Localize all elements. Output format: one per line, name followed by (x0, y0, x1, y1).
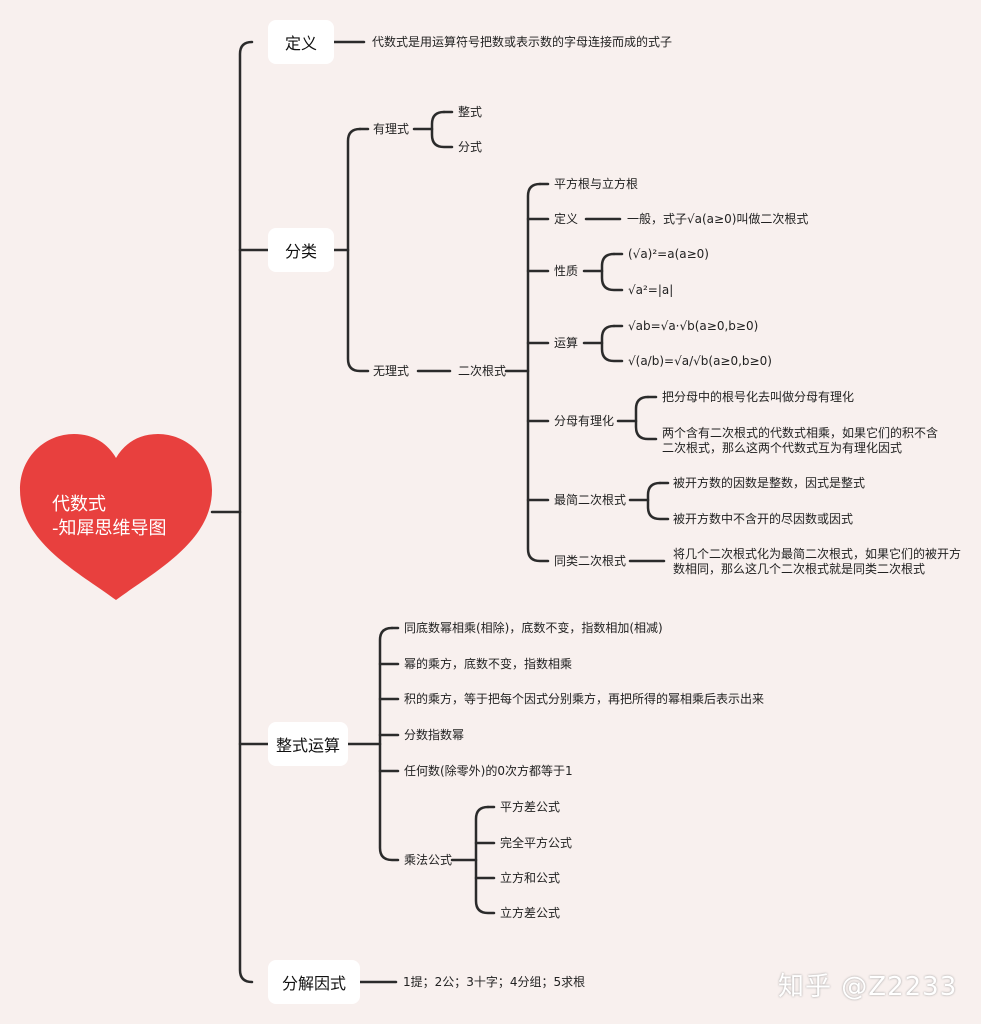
operation-rule: 幂的乘方，底数不变，指数相乘 (404, 657, 573, 671)
node-square-cube-root[interactable]: 平方根与立方根 (554, 177, 639, 191)
node-factorization[interactable]: 分解因式 (268, 960, 360, 1004)
operation-rule: 同底数幂相乘(相除)，底数不变，指数相加(相减) (404, 621, 663, 635)
radical-definition-text: 一般，式子√a(a≥0)叫做二次根式 (627, 212, 809, 226)
property-item: √a²=|a| (628, 283, 674, 297)
node-rational[interactable]: 有理式 (373, 122, 410, 136)
node-properties[interactable]: 性质 (554, 264, 579, 278)
node-polynomial-operations[interactable]: 整式运算 (268, 722, 348, 766)
operation-rule: 任何数(除零外)的0次方都等于1 (404, 764, 573, 778)
similar-text-line2: 数相同，那么这几个二次根式就是同类二次根式 (673, 562, 926, 576)
rationalize-item-line2: 二次根式，那么这两个代数式互为有理化因式 (662, 441, 903, 455)
similar-text-line1: 将几个二次根式化为最简二次根式，如果它们的被开方 (673, 547, 962, 561)
definition-text: 代数式是用运算符号把数或表示数的字母连接而成的式子 (372, 35, 673, 49)
node-classification[interactable]: 分类 (268, 228, 334, 272)
formula-item: 平方差公式 (500, 800, 561, 814)
property-item: (√a)²=a(a≥0) (628, 247, 709, 261)
rationalize-item: 把分母中的根号化去叫做分母有理化 (662, 390, 855, 404)
node-fractional[interactable]: 分式 (458, 140, 483, 154)
node-simplest-radical[interactable]: 最简二次根式 (554, 493, 627, 507)
watermark: 知乎 @Z2233 (778, 972, 958, 1002)
node-rationalize-denominator[interactable]: 分母有理化 (554, 414, 615, 428)
simplest-item: 被开方数中不含开的尽因数或因式 (673, 512, 854, 526)
formula-item: 完全平方公式 (500, 836, 573, 850)
simplest-item: 被开方数的因数是整数，因式是整式 (673, 476, 866, 490)
formula-item: 立方和公式 (500, 871, 561, 885)
formula-item: 立方差公式 (500, 906, 561, 920)
factorization-text: 1提；2公；3十字；4分组；5求根 (403, 975, 586, 989)
root-heart (18, 432, 214, 602)
root-subtitle: -知犀思维导图 (52, 518, 167, 539)
node-radical-definition[interactable]: 定义 (554, 212, 579, 226)
root-title: 代数式 (52, 494, 106, 515)
operation-rule: 分数指数幂 (404, 728, 465, 742)
node-integral[interactable]: 整式 (458, 105, 483, 119)
operation-item: √ab=√a·√b(a≥0,b≥0) (628, 319, 759, 333)
node-multiplication-formulas[interactable]: 乘法公式 (404, 853, 453, 867)
node-irrational[interactable]: 无理式 (373, 364, 410, 378)
node-quadratic-radical[interactable]: 二次根式 (458, 364, 507, 378)
node-definition[interactable]: 定义 (268, 20, 334, 64)
node-similar-radicals[interactable]: 同类二次根式 (554, 554, 627, 568)
operation-item: √(a/b)=√a/√b(a≥0,b≥0) (628, 354, 772, 368)
operation-rule: 积的乘方，等于把每个因式分别乘方，再把所得的幂相乘后表示出来 (404, 692, 765, 706)
heart-icon (20, 434, 212, 600)
rationalize-item-line1: 两个含有二次根式的代数式相乘，如果它们的积不含 (662, 426, 939, 440)
node-radical-operations[interactable]: 运算 (554, 336, 579, 350)
